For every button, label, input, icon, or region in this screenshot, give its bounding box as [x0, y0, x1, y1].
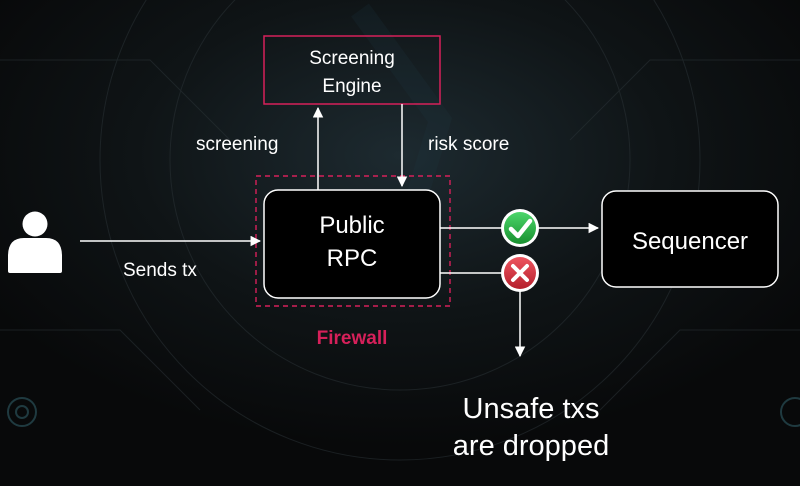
screening-engine-label-line2: Engine: [322, 76, 381, 97]
x-circle-icon: [501, 254, 539, 292]
check-circle-icon: [501, 209, 539, 247]
sequencer-label: Sequencer: [632, 228, 748, 255]
outcome-label-line1: Unsafe txs: [463, 393, 600, 425]
sends-tx-edge-label: Sends tx: [123, 260, 197, 281]
risk-score-edge-label: risk score: [428, 134, 509, 155]
outcome-label-line2: are dropped: [453, 430, 609, 462]
user-icon: [8, 211, 62, 273]
public-rpc-label-line2: RPC: [327, 245, 378, 272]
screening-engine-label-line1: Screening: [309, 48, 395, 69]
public-rpc-label-line1: Public: [319, 212, 384, 239]
sequencer-box: [601, 190, 779, 288]
firewall-label: Firewall: [317, 328, 388, 349]
screening-edge-label: screening: [196, 134, 278, 155]
public-rpc-box: [263, 189, 441, 299]
corner-ring-left: [7, 397, 37, 427]
screening-engine-box: [263, 35, 441, 105]
background-decoration: [0, 0, 800, 461]
corner-ring-right: [780, 397, 800, 427]
